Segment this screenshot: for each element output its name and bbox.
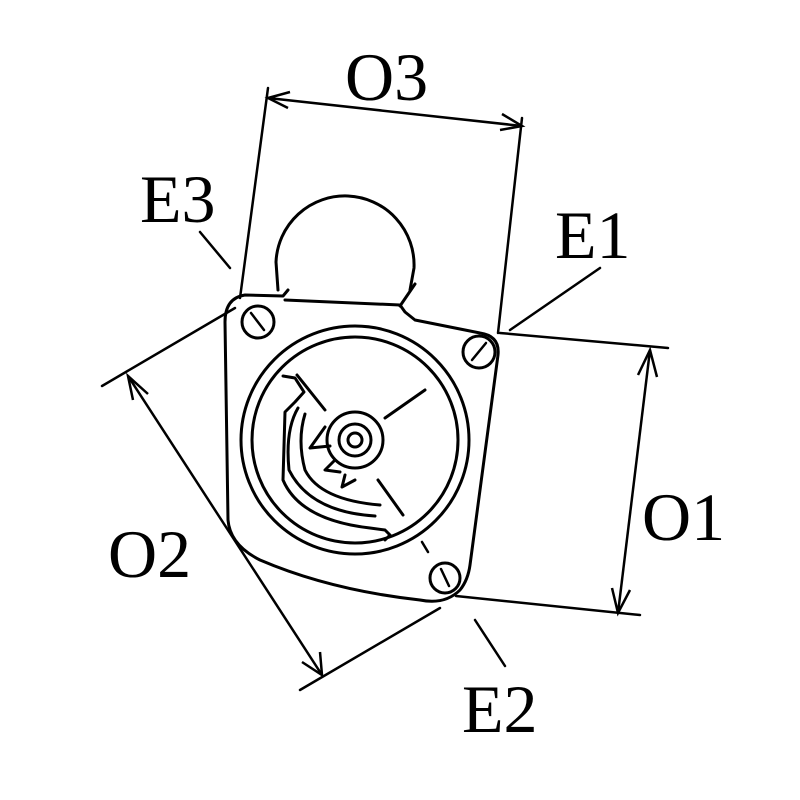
e3-leader [198, 230, 232, 270]
label-e2: E2 [462, 671, 538, 747]
pinion-housing [239, 324, 471, 556]
flange-outline [223, 282, 500, 603]
dimension-o3 [238, 86, 526, 335]
solenoid-dome [274, 194, 416, 292]
dimension-o1 [454, 331, 670, 617]
e2-leader [473, 618, 507, 668]
label-o2: O2 [108, 516, 191, 592]
label-e1: E1 [555, 197, 631, 273]
bolt-hole-e1 [461, 334, 497, 370]
label-e3: E3 [140, 161, 216, 237]
label-o3: O3 [345, 39, 428, 115]
label-o1: O1 [642, 479, 725, 555]
dimension-o2 [100, 306, 442, 692]
bolt-hole-e2 [428, 561, 462, 595]
e1-leader [508, 266, 602, 332]
bolt-hole-e3 [240, 304, 276, 340]
